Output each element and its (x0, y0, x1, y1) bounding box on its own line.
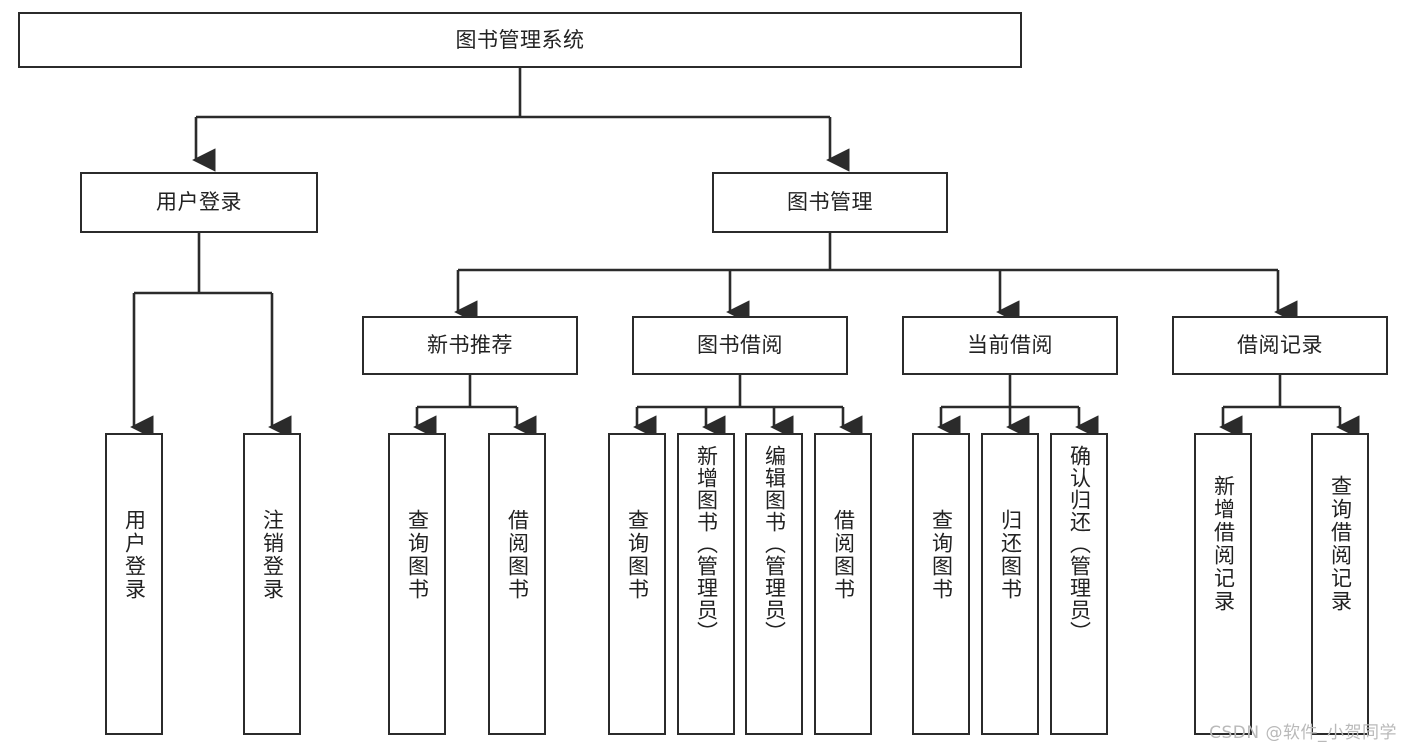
node-leaf-newbook-borrow[interactable]: 借阅图书 (488, 433, 546, 735)
node-borrow-record-label: 借阅记录 (1237, 333, 1323, 358)
node-leaf-borrow-query[interactable]: 查询图书 (608, 433, 666, 735)
node-leaf-label: 新增借阅记录 (1211, 475, 1236, 613)
watermark-text: CSDN @软件_小贺同学 (1209, 723, 1397, 743)
node-leaf-label: 编辑图书（管理员） (762, 445, 787, 643)
node-leaf-newbook-query[interactable]: 查询图书 (388, 433, 446, 735)
node-book-borrow[interactable]: 图书借阅 (632, 316, 848, 375)
node-root[interactable]: 图书管理系统 (18, 12, 1022, 68)
node-leaf-label: 借阅图书 (831, 509, 856, 601)
node-leaf-record-add[interactable]: 新增借阅记录 (1194, 433, 1252, 735)
node-leaf-borrow-borrow[interactable]: 借阅图书 (814, 433, 872, 735)
node-leaf-label: 查询图书 (405, 509, 430, 601)
node-leaf-user-login-login[interactable]: 用户登录 (105, 433, 163, 735)
node-leaf-label: 查询借阅记录 (1328, 475, 1353, 613)
node-new-book-recommend-label: 新书推荐 (427, 333, 513, 358)
node-book-manage[interactable]: 图书管理 (712, 172, 948, 233)
node-current-borrow-label: 当前借阅 (967, 333, 1053, 358)
node-book-borrow-label: 图书借阅 (697, 333, 783, 358)
node-leaf-borrow-add[interactable]: 新增图书（管理员） (677, 433, 735, 735)
node-leaf-label: 新增图书（管理员） (694, 445, 719, 643)
node-leaf-label: 用户登录 (122, 509, 147, 601)
node-leaf-label: 归还图书 (998, 509, 1023, 601)
node-leaf-user-login-logout[interactable]: 注销登录 (243, 433, 301, 735)
node-borrow-record[interactable]: 借阅记录 (1172, 316, 1388, 375)
node-leaf-current-return[interactable]: 归还图书 (981, 433, 1039, 735)
node-leaf-borrow-edit[interactable]: 编辑图书（管理员） (745, 433, 803, 735)
node-root-label: 图书管理系统 (455, 27, 585, 52)
node-leaf-label: 借阅图书 (505, 509, 530, 601)
node-leaf-current-query[interactable]: 查询图书 (912, 433, 970, 735)
node-leaf-label: 确认归还（管理员） (1067, 445, 1092, 643)
node-book-manage-label: 图书管理 (787, 190, 873, 215)
node-user-login[interactable]: 用户登录 (80, 172, 318, 233)
node-leaf-label: 注销登录 (260, 509, 285, 601)
node-leaf-current-confirm[interactable]: 确认归还（管理员） (1050, 433, 1108, 735)
node-new-book-recommend[interactable]: 新书推荐 (362, 316, 578, 375)
node-leaf-label: 查询图书 (625, 509, 650, 601)
node-user-login-label: 用户登录 (156, 190, 242, 215)
node-leaf-record-query[interactable]: 查询借阅记录 (1311, 433, 1369, 735)
node-leaf-label: 查询图书 (929, 509, 954, 601)
node-current-borrow[interactable]: 当前借阅 (902, 316, 1118, 375)
